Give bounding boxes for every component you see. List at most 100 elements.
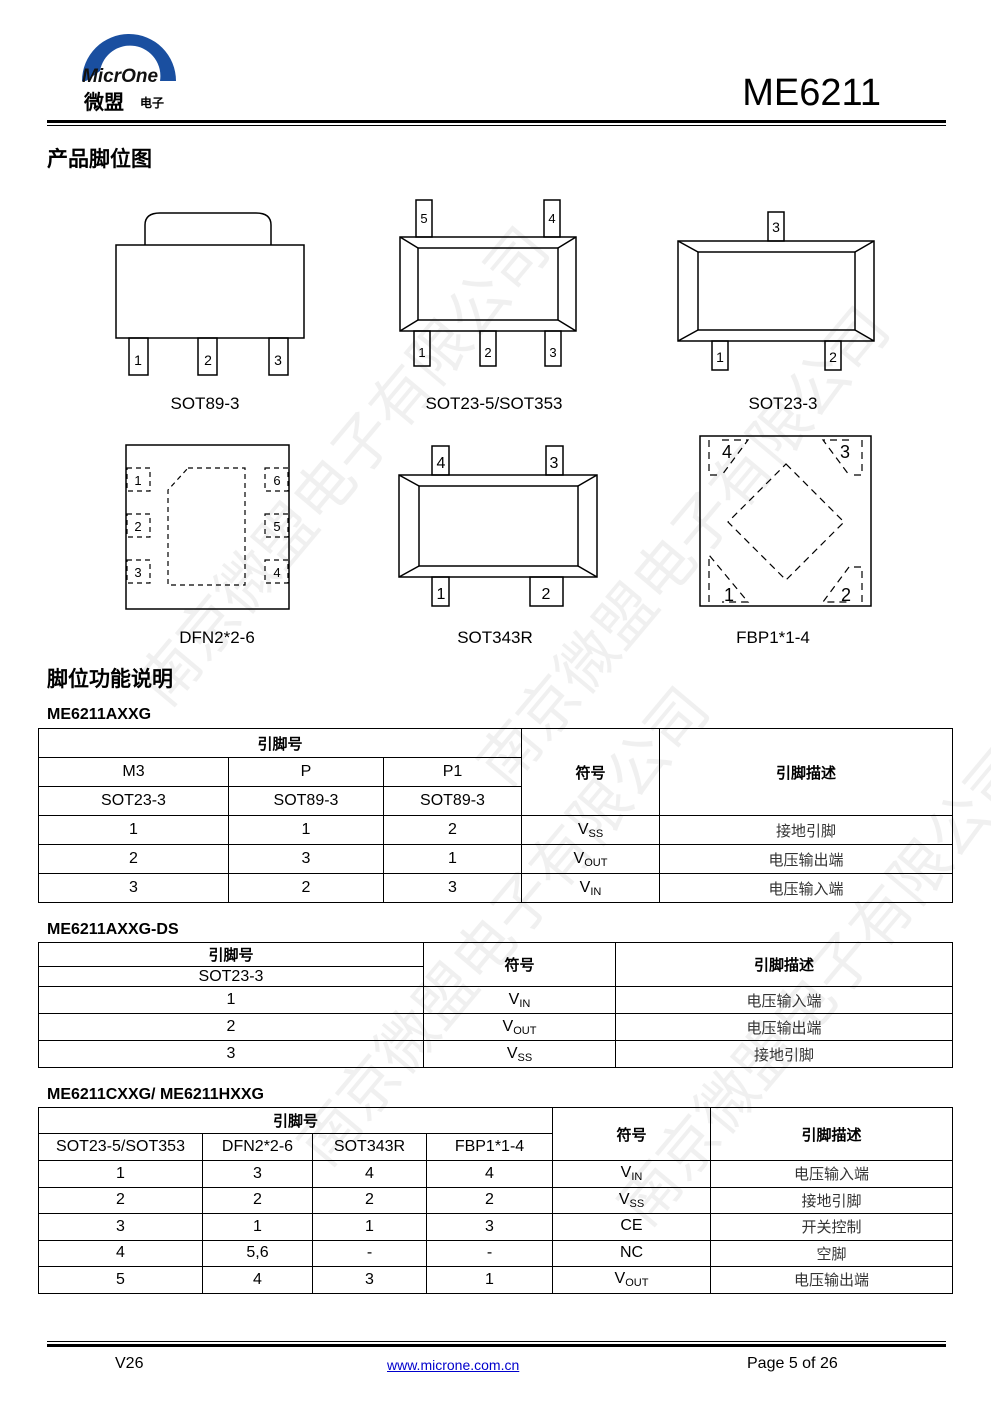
pin-label: 2 [542, 586, 551, 603]
header-symbol: 符号 [423, 942, 616, 987]
pin-number-cell: 2 [38, 1186, 203, 1214]
header-cell: SOT89-3 [383, 786, 522, 816]
symbol-base: V [620, 1164, 632, 1182]
table-title: ME6211CXXG/ ME6211HXXG [47, 1086, 264, 1103]
description-cell: 电压输出端 [659, 844, 953, 874]
symbol-cell: NC [552, 1239, 711, 1267]
pin-number-cell: 2 [38, 844, 229, 874]
pin-label: 4 [437, 455, 446, 472]
package-diagrams: 1 2 3 SOT89-3 5 4 1 2 3 SOT23-5/SOT353 [115, 199, 875, 647]
logo-text: MicrOne [82, 66, 159, 87]
pin-label: 5 [273, 519, 280, 534]
header-pin-no: 引脚号 [38, 1107, 553, 1134]
sot343r-diagram: 4 3 1 2 SOT343R [398, 445, 598, 647]
symbol-base: NC [619, 1243, 644, 1261]
pin-number-cell: 2 [312, 1186, 427, 1214]
symbol-subscript: OUT [584, 856, 608, 869]
pin-number-cell: 2 [202, 1186, 313, 1214]
pin-label: 1 [724, 585, 734, 605]
pin-label: 1 [134, 352, 142, 368]
pin-number-cell: 1 [312, 1213, 427, 1241]
symbol-subscript: OUT [625, 1277, 649, 1290]
pin-label: 3 [274, 352, 282, 368]
pin-number-cell: 1 [202, 1213, 313, 1241]
pin-label: 2 [134, 519, 141, 534]
description-cell: 电压输入端 [710, 1160, 953, 1188]
package-name: SOT89-3 [171, 394, 240, 413]
symbol-cell: VSS [423, 1040, 616, 1068]
pin-label: 2 [204, 352, 212, 368]
symbol-base: CE [620, 1217, 643, 1235]
description-cell: 电压输入端 [659, 873, 953, 903]
description-cell: 开关控制 [710, 1213, 953, 1241]
package-name: SOT23-5/SOT353 [425, 394, 562, 413]
pin-label: 3 [772, 219, 780, 235]
symbol-base: V [577, 820, 589, 838]
pin-number-cell: 2 [383, 815, 522, 845]
logo-cn2: 电子 [140, 96, 165, 110]
description-cell: 空脚 [710, 1239, 953, 1267]
pin-number-cell: 3 [38, 1213, 203, 1241]
pin-label: 1 [437, 586, 446, 603]
pin-number-cell: 5 [38, 1266, 203, 1294]
description-cell: 电压输出端 [710, 1266, 953, 1294]
description-cell: 电压输入端 [615, 986, 953, 1014]
pin-number-cell: 4 [426, 1160, 553, 1188]
pin-number-cell: 3 [38, 873, 229, 903]
symbol-cell: VOUT [552, 1266, 711, 1294]
pin-label: 3 [134, 565, 141, 580]
description-cell: 接地引脚 [710, 1186, 953, 1214]
section-title-pin-function: 脚位功能说明 [47, 667, 173, 691]
header-cell: SOT89-3 [228, 786, 384, 816]
symbol-cell: VIN [521, 873, 660, 903]
symbol-subscript: SS [629, 1197, 645, 1210]
package-name: FBP1*1-4 [736, 628, 810, 647]
dfn-diagram: 1 2 3 6 5 4 DFN2*2-6 [125, 444, 290, 647]
sot89-diagram: 1 2 3 SOT89-3 [115, 212, 305, 413]
company-logo: MicrOne 微盟 电子 [80, 26, 180, 114]
header-cell: P [228, 757, 384, 787]
header-cell: SOT23-5/SOT353 [38, 1133, 203, 1161]
description-cell: 电压输出端 [615, 1013, 953, 1041]
header-pin-no: 引脚号 [38, 728, 522, 758]
pin-label: 5 [420, 211, 427, 226]
pin-number-cell: 1 [38, 986, 424, 1014]
symbol-base: V [508, 990, 520, 1008]
sot23-3-diagram: 3 1 2 SOT23-3 [677, 211, 875, 413]
pin-number-cell: 3 [312, 1266, 427, 1294]
pin-label: 3 [550, 455, 559, 472]
symbol-base: V [506, 1044, 518, 1062]
package-name: DFN2*2-6 [179, 628, 255, 647]
package-name: SOT343R [457, 628, 533, 647]
pin-number-cell: - [312, 1239, 427, 1267]
header-cell: P1 [383, 757, 522, 787]
pin-label: 3 [840, 442, 850, 462]
pin-number-cell: 2 [38, 1013, 424, 1041]
header-cell: DFN2*2-6 [202, 1133, 313, 1161]
description-cell: 接地引脚 [615, 1040, 953, 1068]
pin-number-cell: 5,6 [202, 1239, 313, 1267]
header-symbol: 符号 [552, 1107, 711, 1161]
symbol-cell: VOUT [521, 844, 660, 874]
footer-website-link[interactable]: www.microne.com.cn [387, 1357, 520, 1373]
symbol-base: V [502, 1017, 514, 1035]
symbol-subscript: IN [590, 885, 602, 898]
pin-number-cell: 4 [312, 1160, 427, 1188]
footer-version: V26 [115, 1355, 144, 1372]
pin-number-cell: 1 [38, 1160, 203, 1188]
pin-label: 2 [829, 349, 837, 365]
package-name: SOT23-3 [749, 394, 818, 413]
pin-number-cell: 1 [383, 844, 522, 874]
header-pin-no: 引脚号 [38, 942, 424, 967]
pin-label: 4 [273, 565, 280, 580]
pin-number-cell: 4 [38, 1239, 203, 1267]
pin-number-cell: 3 [38, 1040, 424, 1068]
symbol-cell: VSS [552, 1186, 711, 1214]
header-cell: FBP1*1-4 [426, 1133, 553, 1161]
